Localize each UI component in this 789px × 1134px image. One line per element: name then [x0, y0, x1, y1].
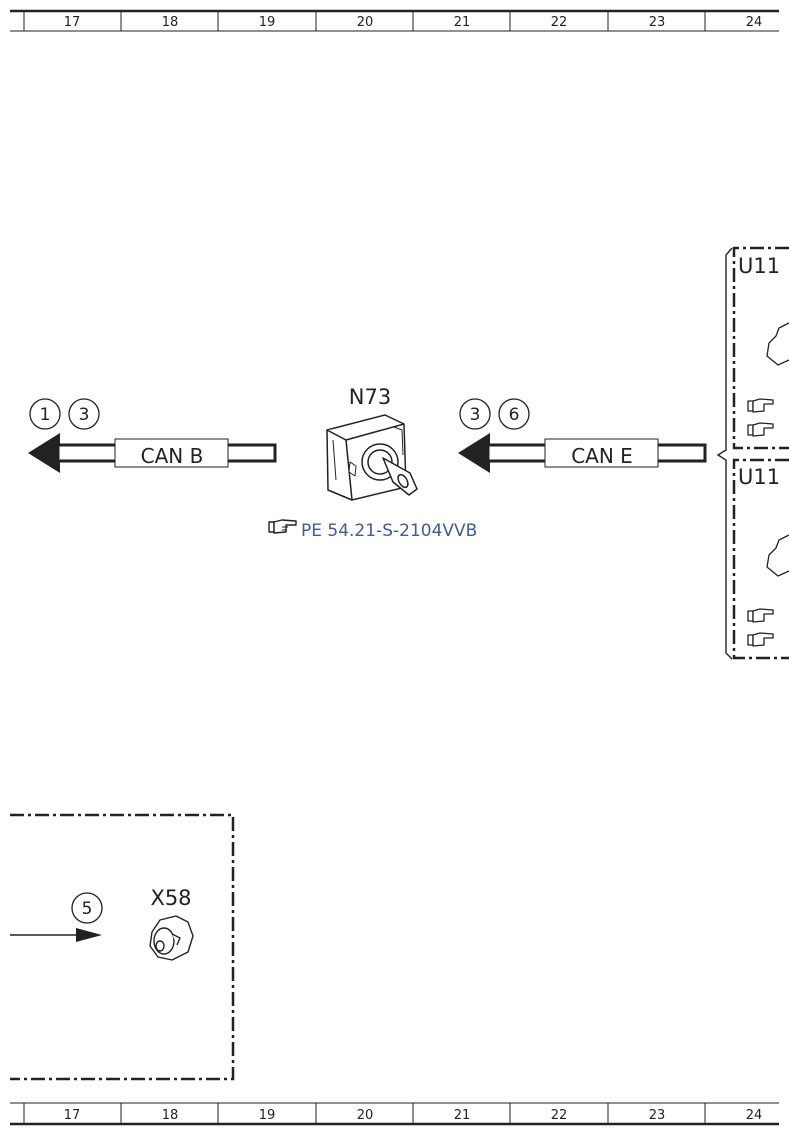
grid-col-top: 19: [259, 15, 276, 30]
x58-signal-line: 5: [10, 892, 103, 942]
x58-label: X58: [150, 886, 191, 910]
grid-col-bottom: 19: [259, 1108, 276, 1123]
can-e-marker: 3: [470, 405, 481, 425]
control-unit-icon: [766, 322, 789, 366]
grid-col-bottom: 21: [454, 1108, 471, 1123]
grid-col-top: 23: [649, 15, 666, 30]
u11-box-bottom[interactable]: U11: [732, 458, 789, 660]
can-b-label-box: [114, 438, 229, 468]
ignition-switch-icon: [326, 414, 418, 501]
pointing-hand-icon: [747, 608, 774, 623]
pointing-hand-icon: [747, 398, 774, 413]
can-b-marker: 3: [79, 405, 90, 425]
x58-marker: 5: [82, 899, 93, 919]
grid-col-bottom: 17: [64, 1108, 81, 1123]
grid-col-bottom: 24: [746, 1108, 763, 1123]
can-b-label: CAN B: [141, 444, 204, 468]
u11-box-top[interactable]: U11: [732, 246, 789, 450]
top-grid-ruler: 17 18 19 20 21 22 23 24: [10, 9, 779, 32]
x58-box[interactable]: X58: [10, 813, 235, 1081]
can-e-label: CAN E: [571, 444, 633, 468]
can-b-bus: CAN B 1 3: [28, 398, 277, 473]
grid-col-top: 21: [454, 15, 471, 30]
marker-circle: [29, 398, 61, 430]
bottom-grid-ruler: 17 18 19 20 21 22 23 24: [10, 1102, 779, 1126]
can-e-bus: CAN E 3 6: [458, 398, 707, 473]
grid-col-top: 24: [746, 15, 763, 30]
u11-group: U11 U11: [716, 246, 789, 660]
grid-col-bottom: 23: [649, 1108, 666, 1123]
control-unit-icon: [766, 534, 789, 577]
marker-circle: [68, 398, 100, 430]
grid-col-top: 18: [162, 15, 179, 30]
grid-col-top: 22: [551, 15, 568, 30]
marker-circle: [498, 398, 530, 430]
n73-label: N73: [349, 385, 391, 409]
u11-bottom-label: U11: [738, 465, 780, 489]
marker-circle: [459, 398, 491, 430]
marker-circle: [71, 892, 103, 924]
can-e-marker: 6: [509, 405, 520, 425]
n73-reference-link[interactable]: PE 54.21-S-2104VVB: [301, 521, 477, 541]
u11-top-label: U11: [738, 254, 780, 278]
pointing-hand-icon: [747, 632, 774, 647]
n73-component[interactable]: N73 PE 54.21-S-2104VVB: [268, 385, 477, 541]
grid-col-bottom: 22: [551, 1108, 568, 1123]
grid-col-top: 17: [64, 15, 81, 30]
pointing-hand-icon: [747, 422, 774, 437]
can-e-label-box: [544, 438, 659, 468]
u11-bracket: [716, 247, 733, 660]
x58-arrowhead: [76, 928, 102, 942]
can-e-arrowhead: [458, 433, 490, 473]
connector-icon: [149, 915, 194, 961]
grid-col-bottom: 20: [357, 1108, 374, 1123]
grid-col-top: 20: [357, 15, 374, 30]
can-b-marker: 1: [40, 405, 51, 425]
can-b-arrowhead: [28, 433, 60, 473]
pointing-hand-icon: [268, 519, 297, 534]
grid-col-bottom: 18: [162, 1108, 179, 1123]
